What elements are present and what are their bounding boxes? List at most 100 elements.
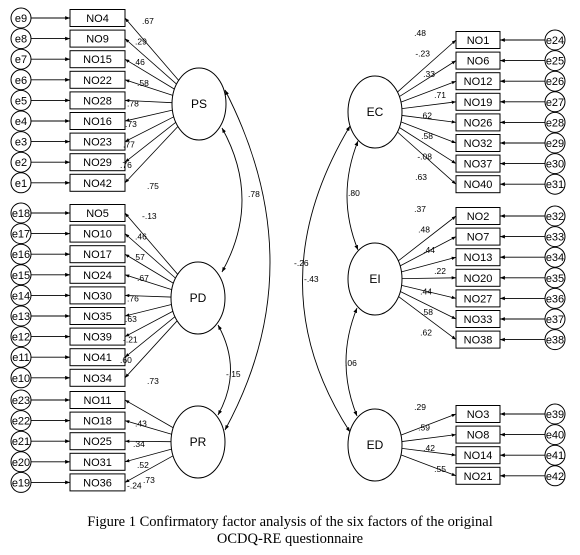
loading-label: .44 — [420, 286, 432, 296]
error-label: e5 — [15, 95, 27, 107]
indicator-box — [455, 207, 501, 225]
indicator-label: NO37 — [464, 159, 493, 171]
loading-path — [124, 38, 177, 85]
loading-label: .77 — [123, 140, 135, 150]
loading-path — [398, 215, 457, 262]
factor-ellipse — [347, 242, 403, 316]
error-label: e8 — [15, 34, 27, 46]
loading-path — [401, 447, 457, 457]
indicator-box — [69, 368, 126, 387]
error-label: e30 — [546, 159, 564, 171]
indicator-label: NO38 — [464, 335, 493, 347]
loading-label: .75 — [147, 181, 159, 191]
correlation-arc — [302, 125, 351, 433]
indicator-label: NO1 — [467, 35, 490, 47]
error-label: e6 — [15, 75, 27, 87]
correlation-label: -.26 — [294, 258, 309, 268]
error-label: e1 — [15, 178, 27, 190]
indicator-box — [69, 132, 126, 151]
error-label: e3 — [15, 137, 27, 149]
indicator-box — [455, 405, 501, 423]
indicator-box — [69, 9, 126, 27]
loading-label: -.13 — [142, 211, 157, 221]
loading-path — [398, 296, 457, 340]
error-term — [10, 451, 32, 473]
error-label: e28 — [546, 117, 564, 129]
loading-path — [124, 439, 172, 443]
error-term — [544, 205, 566, 227]
indicator-label: NO41 — [83, 352, 112, 364]
error-term — [10, 223, 32, 245]
indicator-box — [69, 348, 126, 367]
error-label: e9 — [15, 13, 27, 25]
loading-path — [124, 455, 174, 483]
indicator-label: NO10 — [83, 229, 112, 241]
indicator-box — [69, 29, 126, 48]
loading-label: .67 — [142, 16, 154, 26]
error-term — [10, 110, 32, 132]
loading-path — [124, 79, 173, 96]
indicator-box — [455, 113, 501, 132]
loading-path — [124, 212, 178, 275]
error-term — [10, 7, 32, 29]
loading-label: .48 — [418, 225, 430, 235]
indicator-box — [455, 425, 501, 444]
error-term — [544, 226, 566, 248]
loading-label: .33 — [423, 69, 435, 79]
error-label: e14 — [12, 290, 30, 302]
loading-label: .43 — [135, 419, 147, 429]
loading-label: .34 — [133, 439, 145, 449]
error-label: e40 — [546, 430, 564, 442]
loading-label: .42 — [423, 443, 435, 453]
indicator-label: NO18 — [83, 416, 112, 428]
indicator-box — [455, 466, 501, 485]
indicator-label: NO7 — [467, 232, 490, 244]
correlation-arc — [217, 324, 231, 416]
error-label: e42 — [546, 471, 564, 483]
loading-path — [399, 236, 457, 267]
loading-label: .46 — [133, 57, 145, 67]
indicator-label: NO23 — [83, 137, 112, 149]
error-label: e35 — [546, 273, 564, 285]
indicator-box — [69, 432, 126, 451]
indicator-box — [455, 51, 501, 70]
indicator-box — [455, 289, 501, 308]
indicator-box — [69, 112, 126, 130]
indicator-label: NO3 — [467, 409, 490, 421]
loading-path — [400, 121, 457, 144]
indicator-box — [69, 70, 126, 89]
loading-label: .58 — [421, 307, 433, 317]
indicator-label: NO34 — [83, 373, 112, 385]
indicator-box — [69, 50, 126, 69]
correlation-arc — [346, 140, 359, 251]
indicator-box — [69, 411, 126, 430]
error-label: e7 — [15, 54, 27, 66]
loading-label: .58 — [421, 131, 433, 141]
error-label: e19 — [12, 477, 30, 489]
correlation-label: .80 — [348, 188, 360, 198]
indicator-label: NO2 — [467, 211, 490, 223]
loading-path — [399, 60, 457, 97]
indicator-label: NO29 — [83, 157, 112, 169]
error-term — [544, 267, 566, 289]
error-term — [10, 430, 32, 452]
factor-ellipse — [347, 408, 403, 482]
correlation-label: .06 — [345, 358, 357, 368]
loading-label: .52 — [137, 460, 149, 470]
correlation-arc — [224, 89, 271, 431]
indicator-box — [455, 248, 501, 267]
error-term — [544, 70, 566, 92]
error-term — [10, 346, 32, 368]
error-label: e22 — [12, 416, 30, 428]
indicator-label: NO36 — [83, 477, 112, 489]
loading-label: .62 — [420, 328, 432, 338]
error-term — [544, 444, 566, 466]
indicator-label: NO39 — [83, 332, 112, 344]
indicator-box — [69, 452, 126, 471]
indicator-box — [69, 224, 126, 243]
loading-label: .29 — [135, 37, 147, 47]
loading-path — [400, 291, 457, 320]
error-label: e41 — [546, 450, 564, 462]
indicator-label: NO31 — [83, 457, 112, 469]
indicator-label: NO42 — [83, 178, 112, 190]
